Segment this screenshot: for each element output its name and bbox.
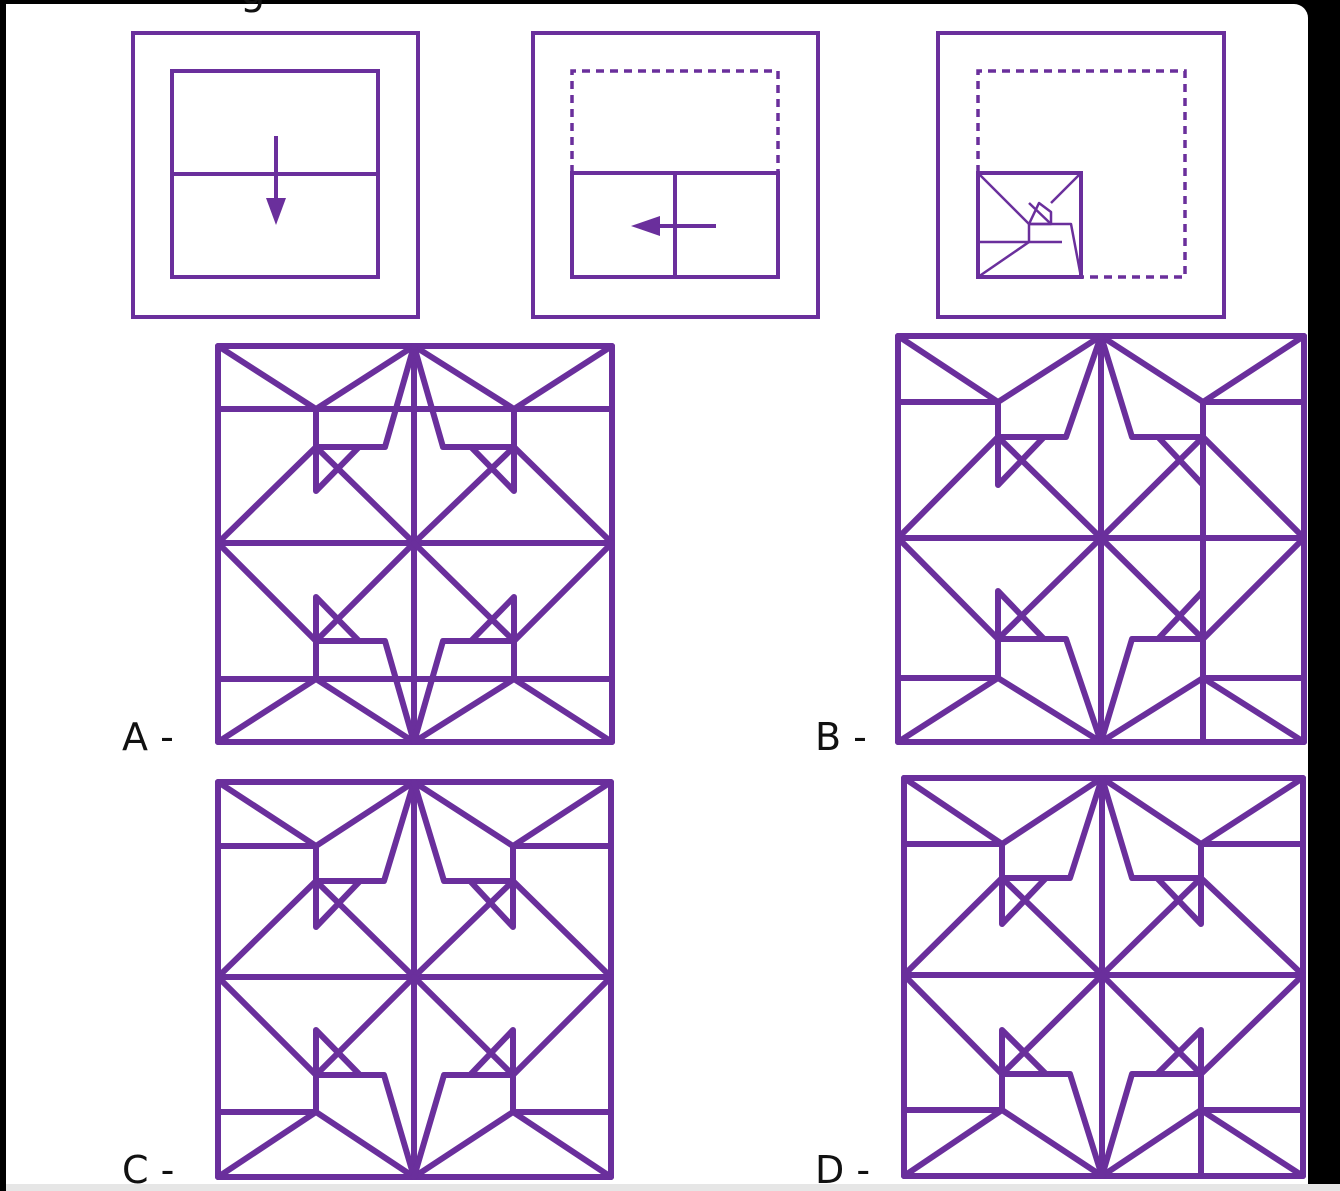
header-fragment-glyph: g <box>240 0 265 14</box>
option-b-label: B - <box>815 715 867 759</box>
option-a-figure <box>215 343 615 745</box>
arrow-down-icon <box>266 198 286 225</box>
step-3-cut-lines <box>977 172 1083 279</box>
option-b-figure <box>895 333 1307 745</box>
bottom-scroll-band <box>6 1184 1340 1191</box>
option-d-label: D - <box>815 1148 870 1191</box>
option-a-label: A - <box>122 715 174 759</box>
arrow-left-icon <box>631 216 660 236</box>
step-1-frame <box>131 31 420 319</box>
step-2-frame <box>531 31 820 319</box>
step-3-frame <box>936 31 1226 319</box>
option-c-figure <box>215 779 614 1180</box>
option-d-figure <box>901 775 1306 1179</box>
option-c-label: C - <box>122 1148 174 1191</box>
